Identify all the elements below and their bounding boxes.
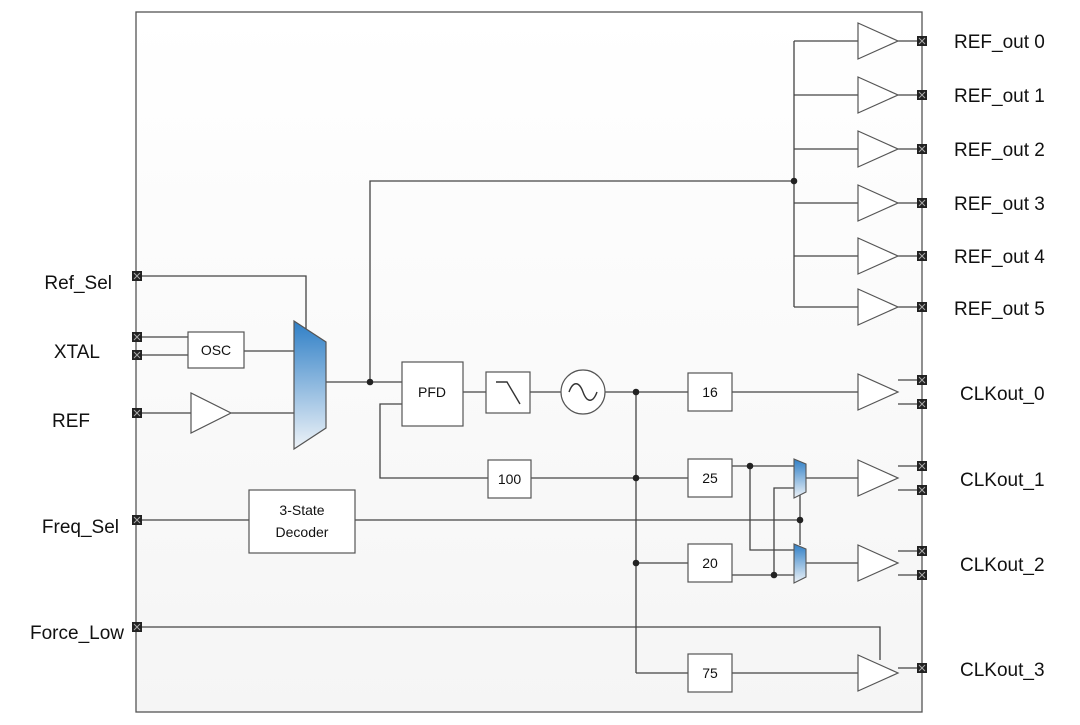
ref-input-buffer	[190, 392, 233, 434]
pins	[132, 36, 927, 673]
pin-clkout-1-n	[917, 485, 927, 495]
junction-dot	[632, 559, 640, 567]
ref-out-buffer	[857, 288, 900, 326]
pin-ref	[132, 408, 142, 418]
clk-out-buffer	[857, 459, 900, 497]
pin-clkout-2-n	[917, 570, 927, 580]
label-clkout-3: CLKout_3	[960, 660, 1045, 681]
label-ref-out-5: REF_out 5	[954, 299, 1045, 320]
junction-dot	[790, 177, 798, 185]
junction-dot	[746, 462, 754, 470]
pin-force-low	[132, 622, 142, 632]
lowpass-icon	[496, 381, 521, 405]
sine-wave-icon	[568, 383, 598, 401]
label-ref-out-0: REF_out 0	[954, 32, 1045, 53]
loop-filter-block	[485, 371, 531, 414]
junction-dot	[770, 571, 778, 579]
label-freq-sel: Freq_Sel	[42, 517, 119, 538]
pin-ref-out-2	[917, 144, 927, 154]
input-labels: Ref_Sel XTAL REF Freq_Sel Force_Low	[30, 273, 124, 644]
divider-75-label: 75	[702, 665, 718, 681]
decoder-label-line1: 3-State	[279, 502, 324, 518]
label-clkout-0: CLKout_0	[960, 384, 1045, 405]
pin-ref-out-1	[917, 90, 927, 100]
label-ref-out-1: REF_out 1	[954, 86, 1045, 107]
divider-25-block: 25	[687, 458, 733, 498]
junction-dot	[366, 378, 374, 386]
divider-20-block: 20	[687, 543, 733, 583]
pin-clkout-0-p	[917, 375, 927, 385]
pin-xtal-2	[132, 350, 142, 360]
label-clkout-2: CLKout_2	[960, 555, 1045, 576]
junction-dot	[796, 516, 804, 524]
label-xtal: XTAL	[54, 342, 100, 363]
clk-out-buffer	[857, 373, 900, 411]
ref-out-buffer	[857, 237, 900, 275]
pin-freq-sel	[132, 515, 142, 525]
clk-out-buffer	[857, 654, 900, 692]
label-ref-out-4: REF_out 4	[954, 247, 1045, 268]
feedback-divider-label: 100	[498, 471, 522, 487]
junction-dot	[632, 474, 640, 482]
decoder-label-line2: Decoder	[276, 524, 329, 540]
label-ref-out-2: REF_out 2	[954, 140, 1045, 161]
divider-25-label: 25	[702, 470, 718, 486]
pin-ref-out-5	[917, 302, 927, 312]
ref-out-buffer	[857, 22, 900, 60]
pin-clkout-1-p	[917, 461, 927, 471]
ref-out-buffer	[857, 130, 900, 168]
pin-clkout-0-n	[917, 399, 927, 409]
three-state-decoder-block: 3-State Decoder	[248, 489, 356, 554]
ref-output-labels: REF_out 0 REF_out 1 REF_out 2 REF_out 3 …	[954, 32, 1045, 320]
pin-ref-sel	[132, 271, 142, 281]
junctions	[366, 177, 804, 579]
ref-out-buffer	[857, 184, 900, 222]
pin-clkout-3	[917, 663, 927, 673]
label-clkout-1: CLKout_1	[960, 470, 1045, 491]
divider-16-block: 16	[687, 372, 733, 412]
label-ref-out-3: REF_out 3	[954, 194, 1045, 215]
pin-ref-out-3	[917, 198, 927, 208]
wires	[142, 40, 918, 674]
clkout2-mux	[793, 543, 807, 584]
divider-16-label: 16	[702, 384, 718, 400]
feedback-divider-block: 100	[487, 459, 532, 499]
pin-xtal-1	[132, 332, 142, 342]
reference-mux	[293, 319, 327, 451]
label-ref-sel: Ref_Sel	[44, 273, 112, 294]
chip-boundary	[135, 11, 923, 713]
label-ref: REF	[52, 411, 90, 432]
pin-clkout-2-p	[917, 546, 927, 556]
pfd-label: PFD	[418, 384, 446, 400]
clk-out-buffer	[857, 544, 900, 582]
ref-out-buffer	[857, 76, 900, 114]
divider-20-label: 20	[702, 555, 718, 571]
junction-dot	[632, 388, 640, 396]
clkout1-mux	[793, 458, 807, 499]
divider-75-block: 75	[687, 653, 733, 693]
pin-ref-out-4	[917, 251, 927, 261]
osc-block: OSC	[187, 331, 245, 369]
label-force-low: Force_Low	[30, 623, 124, 644]
vco-block	[560, 369, 606, 415]
pin-ref-out-0	[917, 36, 927, 46]
clk-output-labels: CLKout_0 CLKout_1 CLKout_2 CLKout_3	[960, 384, 1045, 681]
pfd-block: PFD	[401, 361, 464, 427]
osc-label: OSC	[201, 342, 231, 358]
